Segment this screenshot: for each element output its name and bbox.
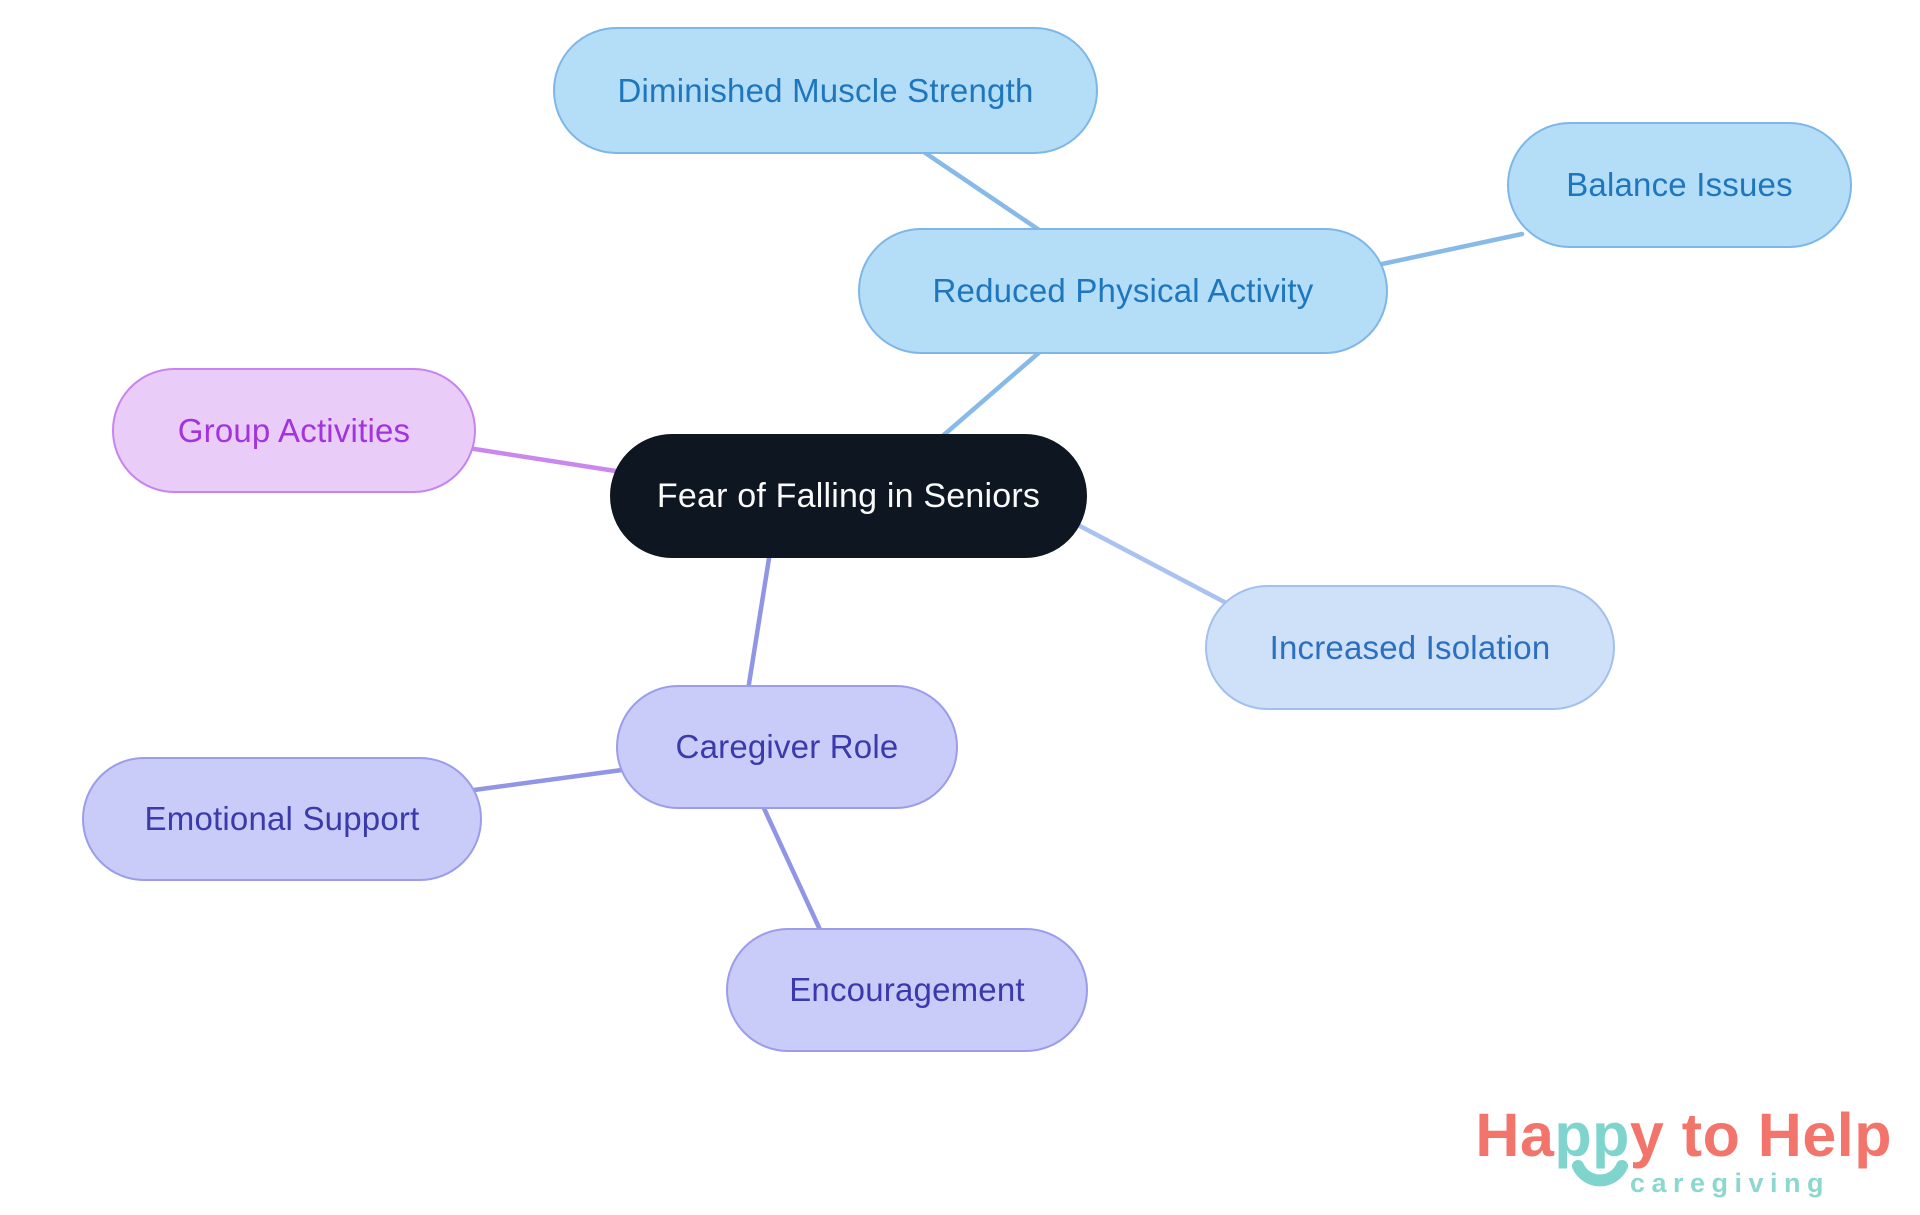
node-emotional-support[interactable]: Emotional Support	[82, 757, 482, 881]
node-increased-isolation[interactable]: Increased Isolation	[1205, 585, 1615, 710]
edge-caregiver-role-to-emotional-support	[471, 767, 625, 793]
node-reduced-physical-activity[interactable]: Reduced Physical Activity	[858, 228, 1388, 354]
brand-name: Happy to Help	[1475, 1105, 1892, 1187]
edge-reduced-physical-activity-to-central	[935, 347, 1045, 443]
brand-segments-container: Happy to Help	[1475, 1101, 1892, 1169]
logo-text-segment: y to Help	[1629, 1101, 1892, 1169]
node-diminished-muscle-strength[interactable]: Diminished Muscle Strength	[553, 27, 1098, 154]
edge-central-to-caregiver-role	[745, 549, 773, 693]
edge-diminished-muscle-strength-to-reduced-physical-activity	[915, 145, 1051, 239]
logo-text-segment: Ha	[1475, 1101, 1555, 1169]
brand-logo: Happy to Help caregiving	[1475, 1105, 1892, 1199]
smile-icon	[1572, 1160, 1629, 1187]
node-balance-issues[interactable]: Balance Issues	[1507, 122, 1852, 248]
edge-central-to-increased-isolation	[1075, 522, 1235, 609]
edge-caregiver-role-to-encouragement	[759, 801, 825, 937]
edge-reduced-physical-activity-to-balance-issues	[1379, 231, 1525, 267]
node-caregiver-role[interactable]: Caregiver Role	[616, 685, 958, 809]
edge-group-activities-to-central	[465, 445, 625, 475]
node-encouragement[interactable]: Encouragement	[726, 928, 1088, 1052]
node-central[interactable]: Fear of Falling in Seniors	[610, 434, 1087, 558]
node-group-activities[interactable]: Group Activities	[112, 368, 476, 493]
logo-text-segment: pp	[1554, 1101, 1630, 1169]
brand-tagline: caregiving	[1629, 1168, 1830, 1198]
